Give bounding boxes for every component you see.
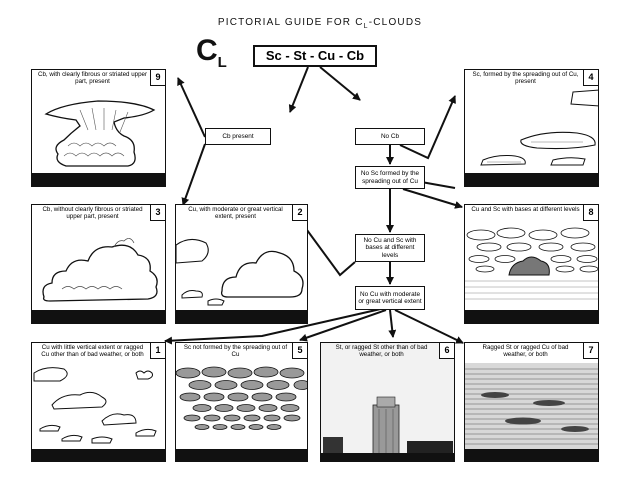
panel-caption: Ragged St or ragged Cu of bad weather, o… [482,344,569,358]
panel-5: Sc not formed by the spreading out of Cu… [175,342,308,462]
cumulonimbus-calvus-illustration [32,238,165,323]
node-cb-present: Cb present [205,128,271,145]
panel-2: Cu, with moderate or great vertical exte… [175,204,308,324]
arrow-to-1 [164,307,386,345]
arrow-nocusc-to-2 [295,214,356,277]
panel-number: 5 [292,343,307,359]
arrow-cb-to-3 [181,143,206,206]
arrow-to-7 [394,309,464,344]
cumulonimbus-incus-illustration [32,100,165,186]
panel-6: St, or ragged St other than of bad weath… [320,342,455,462]
panel-caption: Cb, without clearly fibrous or striated … [42,206,143,220]
cumulus-humilis-illustration [32,367,165,461]
panel-caption: Cb, with clearly fibrous or striated upp… [38,71,148,85]
panel-number: 1 [150,343,165,359]
panel-number: 8 [583,205,598,221]
panel-number: 9 [150,70,165,86]
node-no-cu-sc-bases: No Cu and Sc with bases at different lev… [355,234,425,262]
cumulus-and-stratocumulus-illustration [465,227,598,323]
panel-caption: Cu, with moderate or great vertical exte… [188,206,283,220]
panel-1: Cu with little vertical extent or ragged… [31,342,166,462]
panel-3: Cb, without clearly fibrous or striated … [31,204,166,324]
panel-8: Cu and Sc with bases at different levels… [464,204,599,324]
panel-number: 3 [150,205,165,221]
panel-4: Sc, formed by the spreading out of Cu, p… [464,69,599,187]
cl-heading: CL [196,34,227,71]
node-no-cu-vertical: No Cu with moderate or great vertical ex… [355,286,425,310]
page-title: PICTORIAL GUIDE FOR CL-CLOUDS [217,17,423,30]
panel-number: 2 [292,205,307,221]
fractus-bad-weather-illustration [465,363,598,461]
panel-caption: Cu and Sc with bases at different levels [471,206,580,213]
panel-caption: Sc not formed by the spreading out of Cu [183,344,288,358]
arrow-top-to-cb [288,66,309,113]
arrow-nocb-to-4 [399,95,456,160]
cumulus-congestus-illustration [176,238,307,323]
arrow-to-6 [388,309,397,338]
node-no-sc-spreading: No Sc formed by the spreading out of Cu [355,166,425,189]
top-box: Sc - St - Cu - Cb [253,45,377,67]
arrow-cb-to-9 [177,77,206,138]
stratus-over-buildings-illustration [321,343,454,461]
panel-caption: Sc, formed by the spreading out of Cu, p… [472,71,579,85]
panel-9: Cb, with clearly fibrous or striated upp… [31,69,166,187]
panel-number: 4 [583,70,598,86]
panel-number: 6 [439,343,454,359]
panel-caption: Cu with little vertical extent or ragged… [41,344,144,358]
node-no-cb: No Cb [355,128,425,145]
arrow-top-to-no-cb [319,66,361,101]
arrow-to-5 [299,309,387,342]
stratocumulus-cumulogenitus-illustration [465,89,598,186]
panel-number: 7 [583,343,598,359]
arrow-nosc-to-8 [402,188,463,209]
stratocumulus-illustration [176,366,307,461]
panel-caption: St, or ragged St other than of bad weath… [335,344,428,358]
panel-7: Ragged St or ragged Cu of bad weather, o… [464,342,599,462]
